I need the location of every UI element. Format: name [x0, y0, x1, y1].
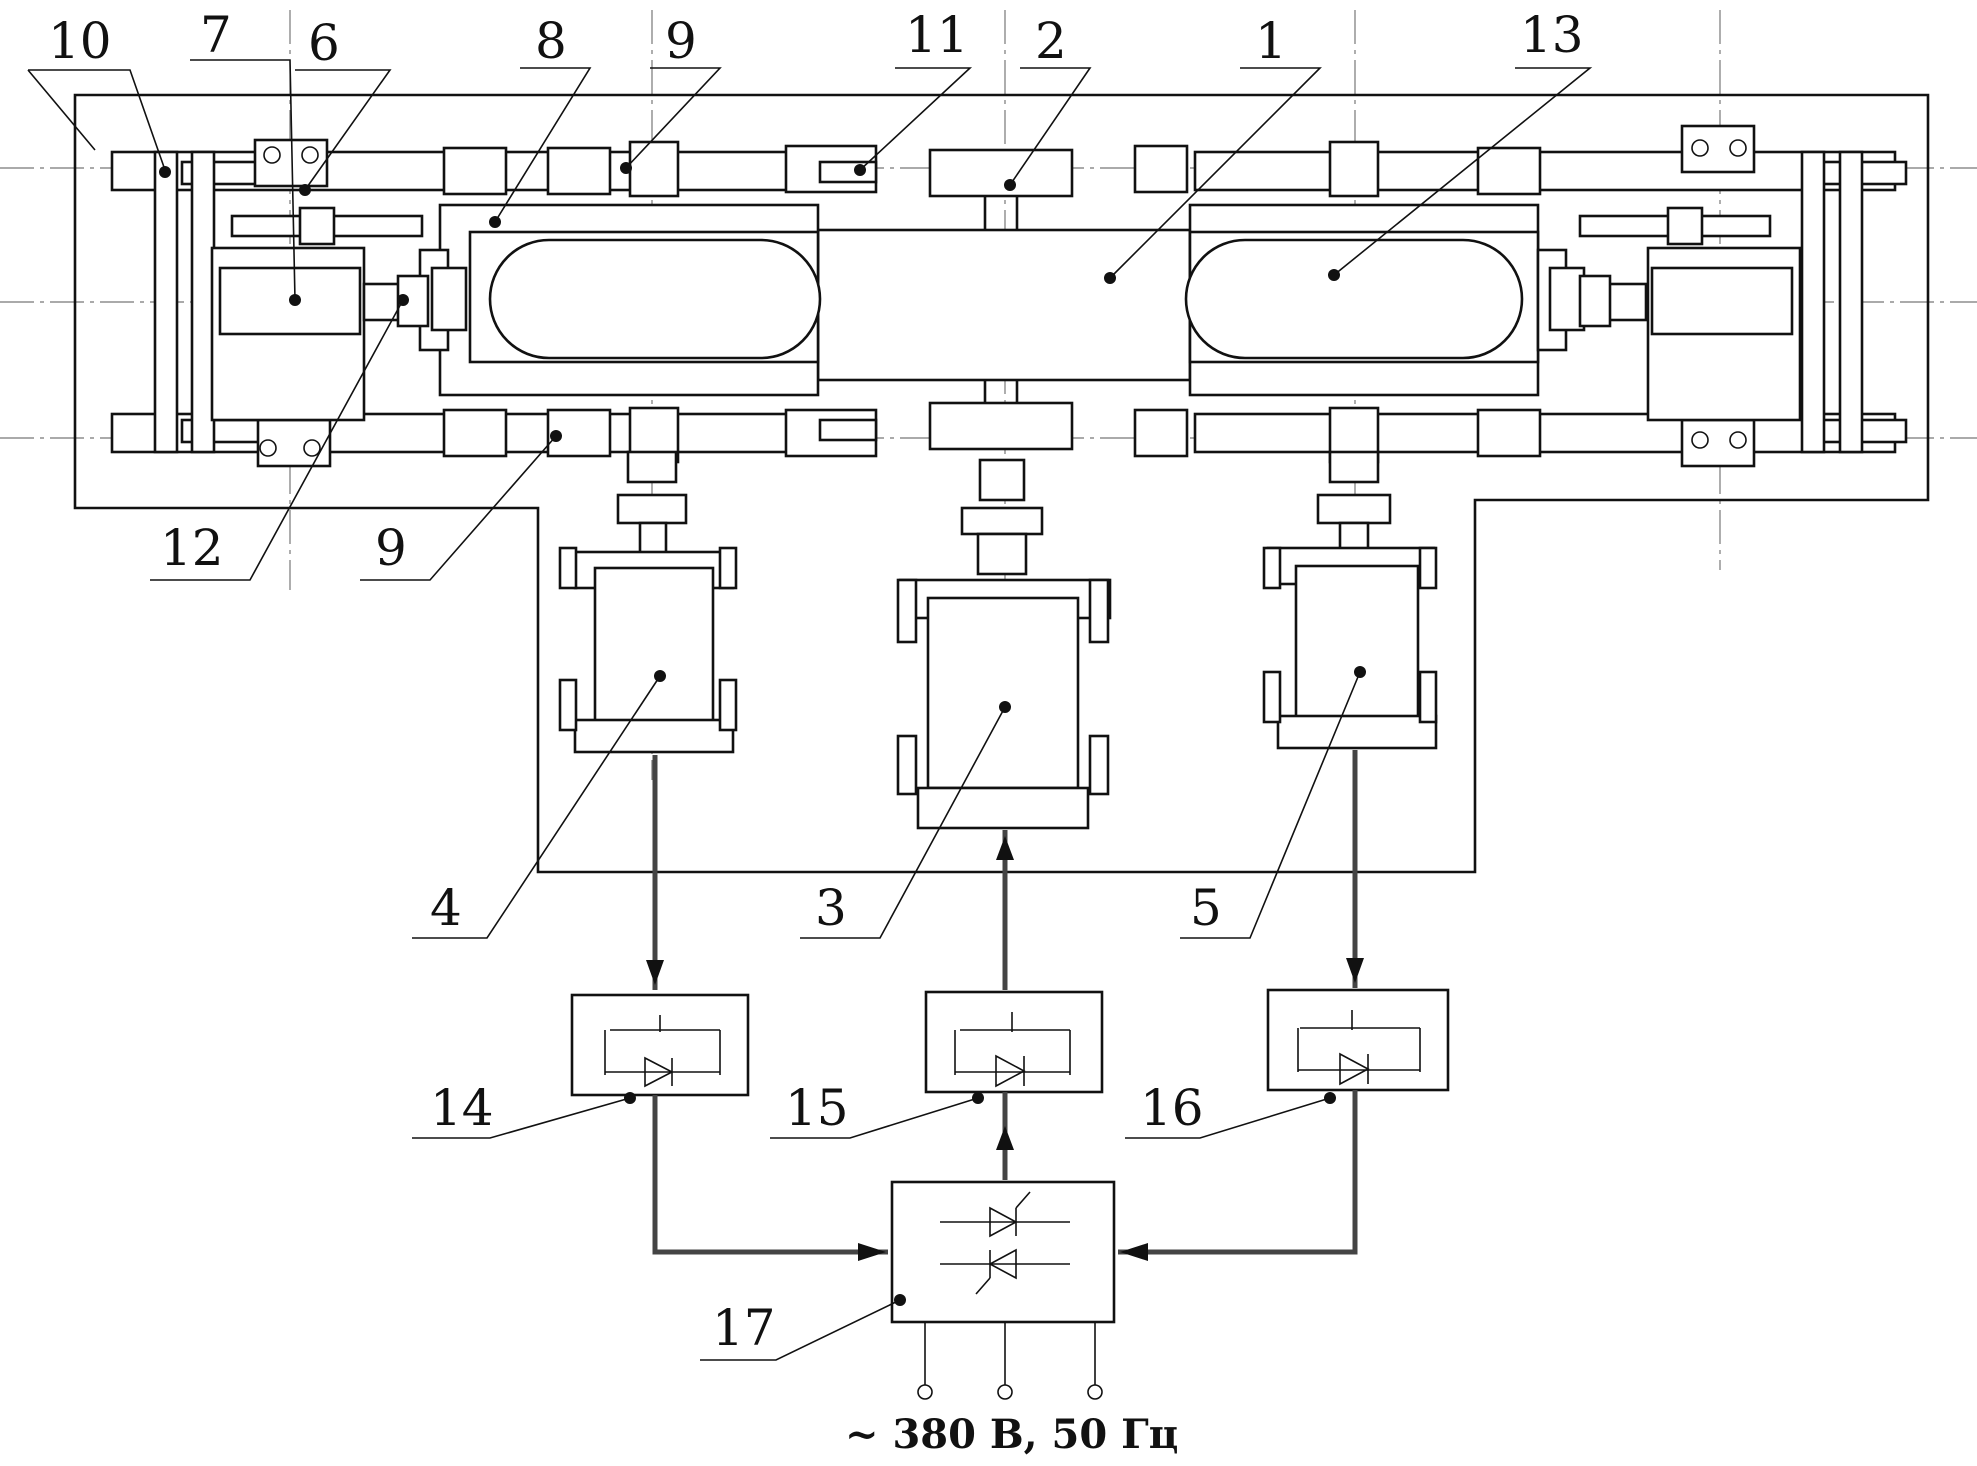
label-15: 15 — [785, 1079, 849, 1137]
left-gearbox-7 — [210, 138, 430, 468]
motor-5 — [1262, 546, 1438, 750]
reference-numbers: 10 7 6 8 9 11 2 1 13 12 9 4 3 5 14 15 16… — [48, 6, 1584, 1458]
motor-4 — [558, 546, 738, 754]
label-5: 5 — [1190, 879, 1222, 937]
label-1: 1 — [1255, 12, 1287, 70]
power-wiring — [646, 750, 1364, 1261]
inverter-16 — [1266, 988, 1450, 1092]
rectifier-17 — [890, 1180, 1116, 1324]
label-17: 17 — [712, 1299, 776, 1357]
label-6: 6 — [308, 14, 340, 72]
supply-label: ~ 380 В, 50 Гц — [845, 1411, 1178, 1458]
label-9-bottom: 9 — [375, 519, 407, 577]
leader-lines — [27, 59, 1593, 1361]
inverter-15 — [924, 990, 1104, 1094]
tested-unit-1 — [816, 148, 1192, 451]
label-8: 8 — [535, 12, 567, 70]
side-rails — [153, 150, 1864, 454]
couplings — [616, 450, 1392, 576]
label-4: 4 — [430, 879, 462, 937]
label-12: 12 — [160, 519, 224, 577]
label-16: 16 — [1140, 1079, 1204, 1137]
left-carriage-8 — [418, 203, 822, 397]
motor-3 — [896, 578, 1112, 830]
right-carriage-13 — [1184, 203, 1586, 397]
marker-dots — [159, 162, 1366, 1306]
label-11: 11 — [905, 6, 969, 64]
label-13: 13 — [1520, 6, 1584, 64]
label-10: 10 — [48, 12, 112, 70]
label-2: 2 — [1035, 12, 1067, 70]
supply-terminals — [917, 1322, 1103, 1400]
label-14: 14 — [430, 1079, 494, 1137]
right-gearbox — [1578, 124, 1802, 468]
label-3: 3 — [815, 879, 847, 937]
label-9-top: 9 — [665, 12, 697, 70]
inverter-14 — [570, 993, 750, 1097]
bench-frame — [73, 93, 1930, 874]
label-7: 7 — [200, 6, 232, 64]
